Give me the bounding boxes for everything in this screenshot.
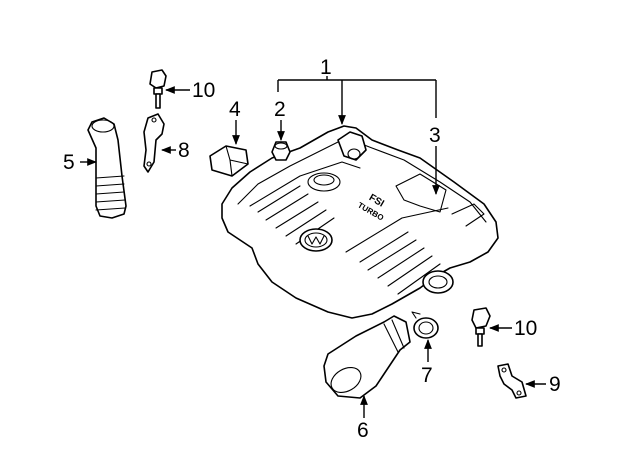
bracket-lower [497,363,527,399]
clamp [411,311,439,339]
callout-5: 5 [63,151,75,174]
leader-lines [80,76,546,418]
bolt-lower [471,307,491,347]
sensor [209,145,249,177]
callout-6: 6 [357,419,369,442]
bolt-upper [149,69,167,109]
callout-9: 9 [549,373,561,396]
callout-1: 1 [320,56,332,79]
callout-4: 4 [229,98,241,121]
callout-8: 8 [178,139,190,162]
intake-boot [323,315,411,399]
callout-7: 7 [421,364,433,387]
callout-10-upper: 10 [192,79,215,102]
hose [87,117,127,219]
engine-cover: FSI TURBO [221,125,499,319]
callout-3: 3 [429,124,441,147]
callout-10-lower: 10 [514,317,537,340]
bracket-upper [143,113,165,173]
callout-2: 2 [274,98,286,121]
grommet [271,141,291,161]
vw-logo [299,228,333,252]
callout-labels: 1 2 3 4 5 6 7 8 9 10 10 [63,56,561,442]
